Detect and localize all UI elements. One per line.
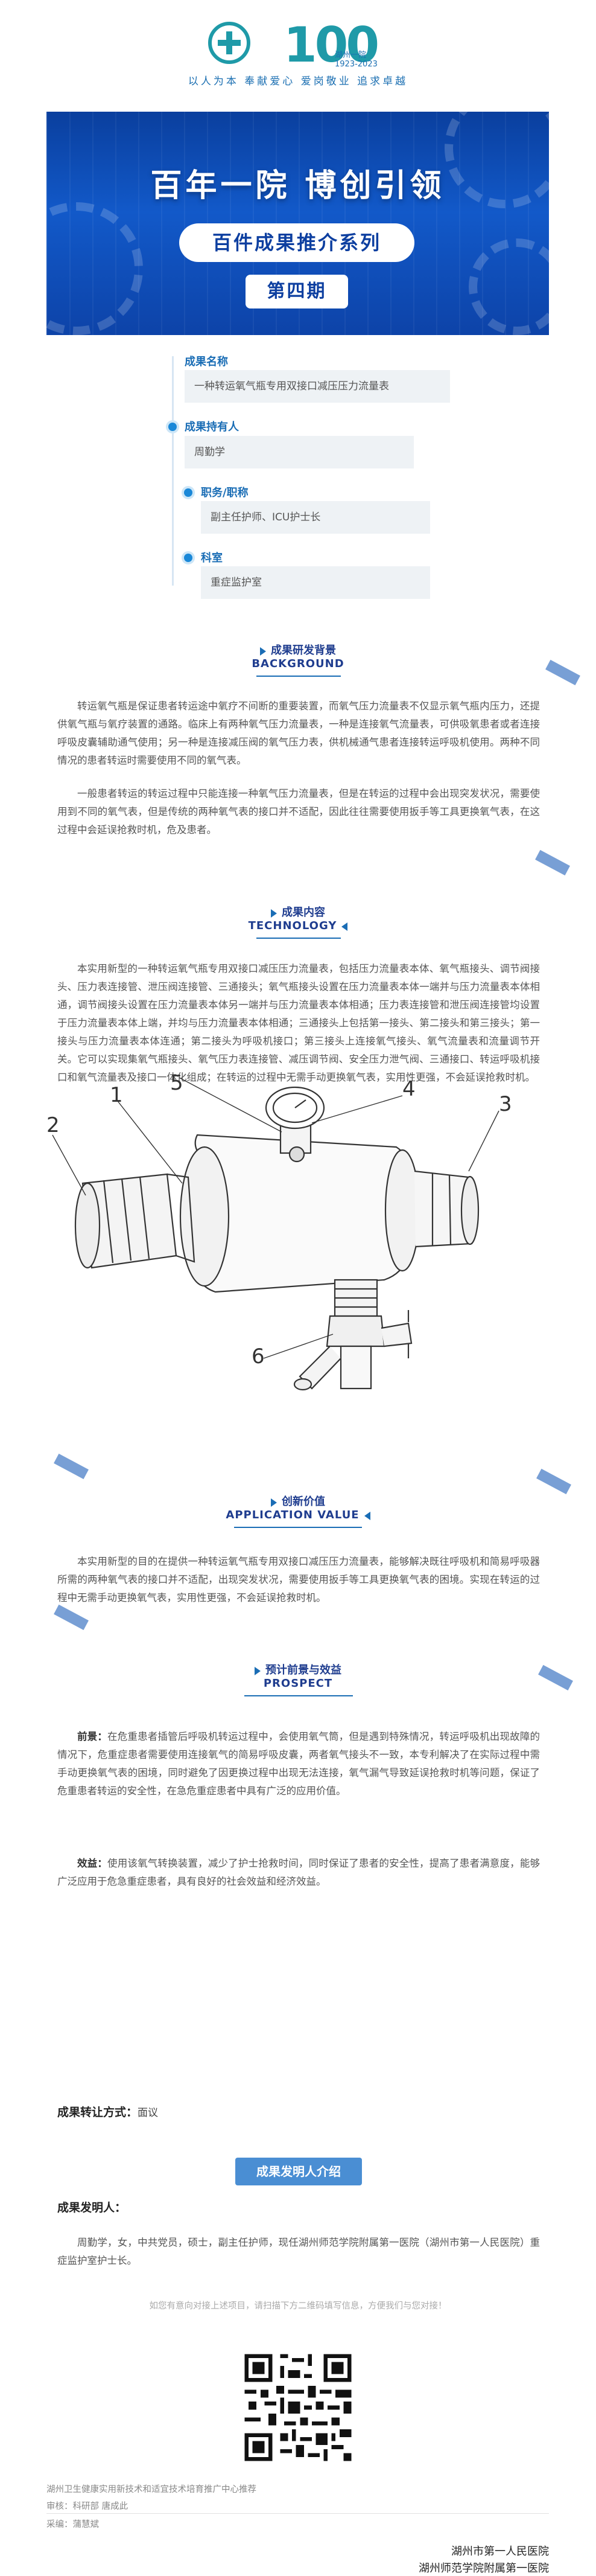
diagram-label: 5 xyxy=(170,1075,183,1095)
deco-stripe xyxy=(535,849,570,876)
deco-stripe xyxy=(54,1453,89,1480)
holder-label: 成果持有人 xyxy=(185,421,239,433)
job-title-value: 副主任护师、ICU护士长 xyxy=(201,501,430,534)
footer-editor: 采编：蒲慧斌 xyxy=(46,2520,99,2530)
prospect-text: 在危重患者插管后呼吸机转运过程中，会使用氧气筒，但是遇到特殊情况，转运呼吸机出现… xyxy=(57,1731,541,1797)
inventor-label: 成果发明人： xyxy=(57,2201,127,2214)
diagram-label: 2 xyxy=(46,1113,60,1137)
footer-org: 湖州卫生健康实用新技术和适宜技术培育推广中心推荐 xyxy=(46,2485,256,2495)
contact-notice: 如您有意向对接上述项目，请扫描下方二维码填写信息，方便我们与您对接！ xyxy=(149,2301,447,2311)
banner-title: 百年一院 博创引领 xyxy=(150,167,445,204)
signature-hospital: 湖州市第一人民医院 xyxy=(451,2545,549,2558)
hospital-slogan: 以人为本 奉献爱心 爱岗敬业 追求卓越 xyxy=(188,75,408,88)
timeline-dot-icon xyxy=(184,488,192,497)
prospect-section-header: 预计前景与效益 PROSPECT xyxy=(0,1661,596,1690)
technology-section-header: 成果内容 TECHNOLOGY xyxy=(0,904,596,932)
section-divider xyxy=(234,1527,362,1528)
signature-affiliate: 湖州师范学院附属第一医院 xyxy=(419,2562,549,2575)
department-value: 重症监护室 xyxy=(201,566,430,599)
diagram-label: 3 xyxy=(499,1092,512,1116)
prospect-paragraph-1: 前景：在危重患者插管后呼吸机转运过程中，会使用氧气筒，但是遇到特殊情况，转运呼吸… xyxy=(57,1728,540,1800)
issue-badge: 第四期 xyxy=(246,275,348,308)
prospect-label: 前景： xyxy=(77,1731,108,1742)
value-paragraph: 本实用新型的目的在提供一种转运氧气瓶专用双接口减压压力流量表，能够解决既往呼吸机… xyxy=(57,1556,540,1603)
inventor-intro-button[interactable]: 成果发明人介绍 xyxy=(235,2158,362,2185)
hospital-emblem-icon xyxy=(208,22,250,64)
logo-years: 湖州一院 1923-2023 xyxy=(335,48,378,69)
arrow-right-icon xyxy=(271,909,277,918)
logo-caption: 湖州一院 xyxy=(335,51,367,60)
section-divider xyxy=(244,1695,353,1696)
centennial-logo: 100 xyxy=(284,17,379,73)
diagram-label: 1 xyxy=(110,1083,123,1107)
qr-code-icon[interactable] xyxy=(241,2350,355,2465)
result-name-value: 一种转运氧气瓶专用双接口减压压力流量表 xyxy=(185,370,450,403)
benefit-paragraph: 效益：使用该氧气转换装置，减少了护士抢救时间，同时保证了患者的安全性，提高了患者… xyxy=(57,1855,540,1891)
arrow-left-icon xyxy=(364,1511,370,1520)
footer-reviewer: 审核：科研部 唐成此 xyxy=(46,2502,128,2511)
background-paragraph-1: 转运氧气瓶是保证患者转运途中氧疗不间断的重要装置，而氧气压力流量表不仅显示氧气瓶… xyxy=(57,700,540,766)
deco-stripe xyxy=(536,1468,571,1495)
arrow-left-icon xyxy=(341,922,348,931)
arrow-right-icon xyxy=(260,647,266,656)
logo-years-range: 1923-2023 xyxy=(335,60,378,69)
benefit-text: 使用该氧气转换装置，减少了护士抢救时间，同时保证了患者的安全性，提高了患者满意度… xyxy=(57,1858,541,1887)
arrow-right-icon xyxy=(255,1666,261,1675)
section-divider xyxy=(256,938,341,939)
device-diagram: 1 2 3 4 5 6 xyxy=(46,1075,512,1391)
value-section-header: 创新价值 APPLICATION VALUE xyxy=(0,1493,596,1521)
timeline-dot-icon xyxy=(168,423,177,431)
result-name-label: 成果名称 xyxy=(185,356,228,368)
banner: 百年一院 博创引领 百件成果推介系列 第四期 xyxy=(46,112,549,335)
diagram-label: 4 xyxy=(402,1077,416,1101)
benefit-label: 效益： xyxy=(77,1858,108,1869)
conversion-value: 面议 xyxy=(138,2107,159,2119)
department-label: 科室 xyxy=(201,552,223,564)
diagram-label: 6 xyxy=(252,1344,265,1369)
background-paragraph-2: 一般患者转运的转运过程中只能连接一种氧气压力流量表，但是在转运的过程中会出现突发… xyxy=(57,788,540,836)
banner-subtitle: 百件成果推介系列 xyxy=(179,223,414,262)
holder-value: 周勤学 xyxy=(185,436,414,468)
inventor-bio: 周勤学，女，中共党员，硕士，副主任护师，现任湖州师范学院附属第一医院（湖州市第一… xyxy=(57,2237,540,2266)
deco-stripe xyxy=(54,1604,89,1631)
timeline-dot-icon xyxy=(184,554,192,562)
conversion-label: 成果转让方式： xyxy=(57,2106,138,2119)
conversion-method: 成果转让方式：面议 xyxy=(57,2103,158,2120)
hospital-logo-header: 100 湖州一院 1923-2023 以人为本 奉献爱心 爱岗敬业 追求卓越 xyxy=(0,0,596,106)
background-section-header: 成果研发背景 BACKGROUND xyxy=(252,644,344,670)
info-timeline xyxy=(172,356,174,586)
footer-divider xyxy=(46,2513,549,2514)
technology-paragraph: 本实用新型的一种转运氧气瓶专用双接口减压压力流量表，包括压力流量表本体、氧气瓶接… xyxy=(57,963,540,1083)
arrow-right-icon xyxy=(271,1498,277,1507)
job-title-label: 职务/职称 xyxy=(201,487,249,499)
section-divider xyxy=(256,676,341,677)
